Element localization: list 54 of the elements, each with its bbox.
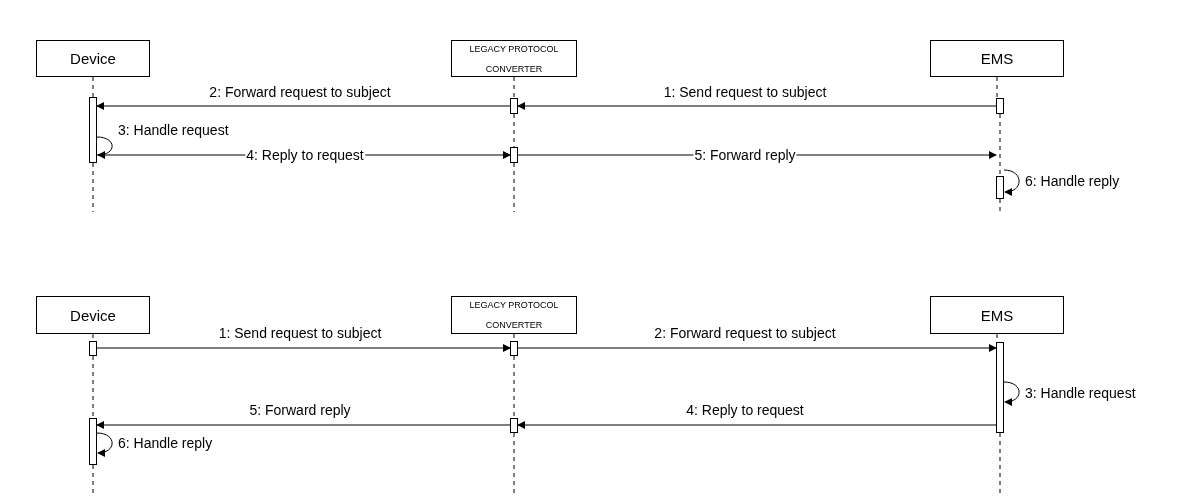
self-message-arrow xyxy=(1003,381,1020,406)
participant-box xyxy=(930,40,1064,77)
lifeline xyxy=(92,355,94,419)
message-label: 6: Handle reply xyxy=(1024,173,1121,189)
message-label: 3: Handle request xyxy=(1024,385,1137,401)
message-arrow xyxy=(96,421,511,429)
lifeline xyxy=(513,113,515,148)
message-label: 1: Send request to subject xyxy=(662,84,828,100)
lifeline xyxy=(999,113,1001,177)
lifeline xyxy=(513,162,515,213)
message-arrow xyxy=(517,421,997,429)
activation-bar xyxy=(510,418,518,433)
activation-bar xyxy=(89,418,97,465)
activation-bar xyxy=(996,98,1004,114)
self-message-arrow xyxy=(96,136,113,159)
message-arrow xyxy=(517,344,997,352)
message-label: 3: Handle request xyxy=(117,122,230,138)
message-arrow xyxy=(517,102,997,110)
lifeline xyxy=(999,198,1001,213)
participant-box xyxy=(36,40,150,77)
message-label: 5: Forward reply xyxy=(248,402,352,418)
participant-box xyxy=(36,296,150,334)
participant-box xyxy=(451,40,577,77)
activation-bar xyxy=(89,97,97,163)
activation-bar xyxy=(996,342,1004,433)
participant-name: LEGACY PROTOCOL CONVERTER xyxy=(468,42,560,76)
participant-name: Device xyxy=(70,306,116,324)
message-arrow xyxy=(96,344,511,352)
message-label: 4: Reply to request xyxy=(685,402,805,418)
message-arrow xyxy=(96,102,511,110)
self-message-arrow xyxy=(1003,169,1020,196)
lifeline xyxy=(513,355,515,419)
participant-name: LEGACY PROTOCOL CONVERTER xyxy=(468,299,560,332)
activation-bar xyxy=(89,341,97,356)
self-message-arrow xyxy=(96,432,113,457)
lifeline xyxy=(92,162,94,213)
participant-name: EMS xyxy=(980,50,1014,67)
participant-box xyxy=(451,296,577,334)
activation-bar xyxy=(510,341,518,356)
participant-name: Device xyxy=(70,50,116,67)
message-label: 1: Send request to subject xyxy=(217,325,383,341)
message-label: 4: Reply to request xyxy=(245,147,365,163)
activation-bar xyxy=(510,98,518,114)
lifeline xyxy=(996,76,998,99)
message-label: 2: Forward request to subject xyxy=(208,84,392,100)
activation-bar xyxy=(510,147,518,163)
message-label: 5: Forward reply xyxy=(693,147,797,163)
message-label: 6: Handle reply xyxy=(117,435,214,451)
activation-bar xyxy=(996,176,1004,199)
lifeline xyxy=(513,76,515,99)
lifeline xyxy=(92,76,94,98)
participant-box xyxy=(930,296,1064,334)
message-label: 2: Forward request to subject xyxy=(653,325,837,341)
participant-name: EMS xyxy=(980,306,1014,324)
